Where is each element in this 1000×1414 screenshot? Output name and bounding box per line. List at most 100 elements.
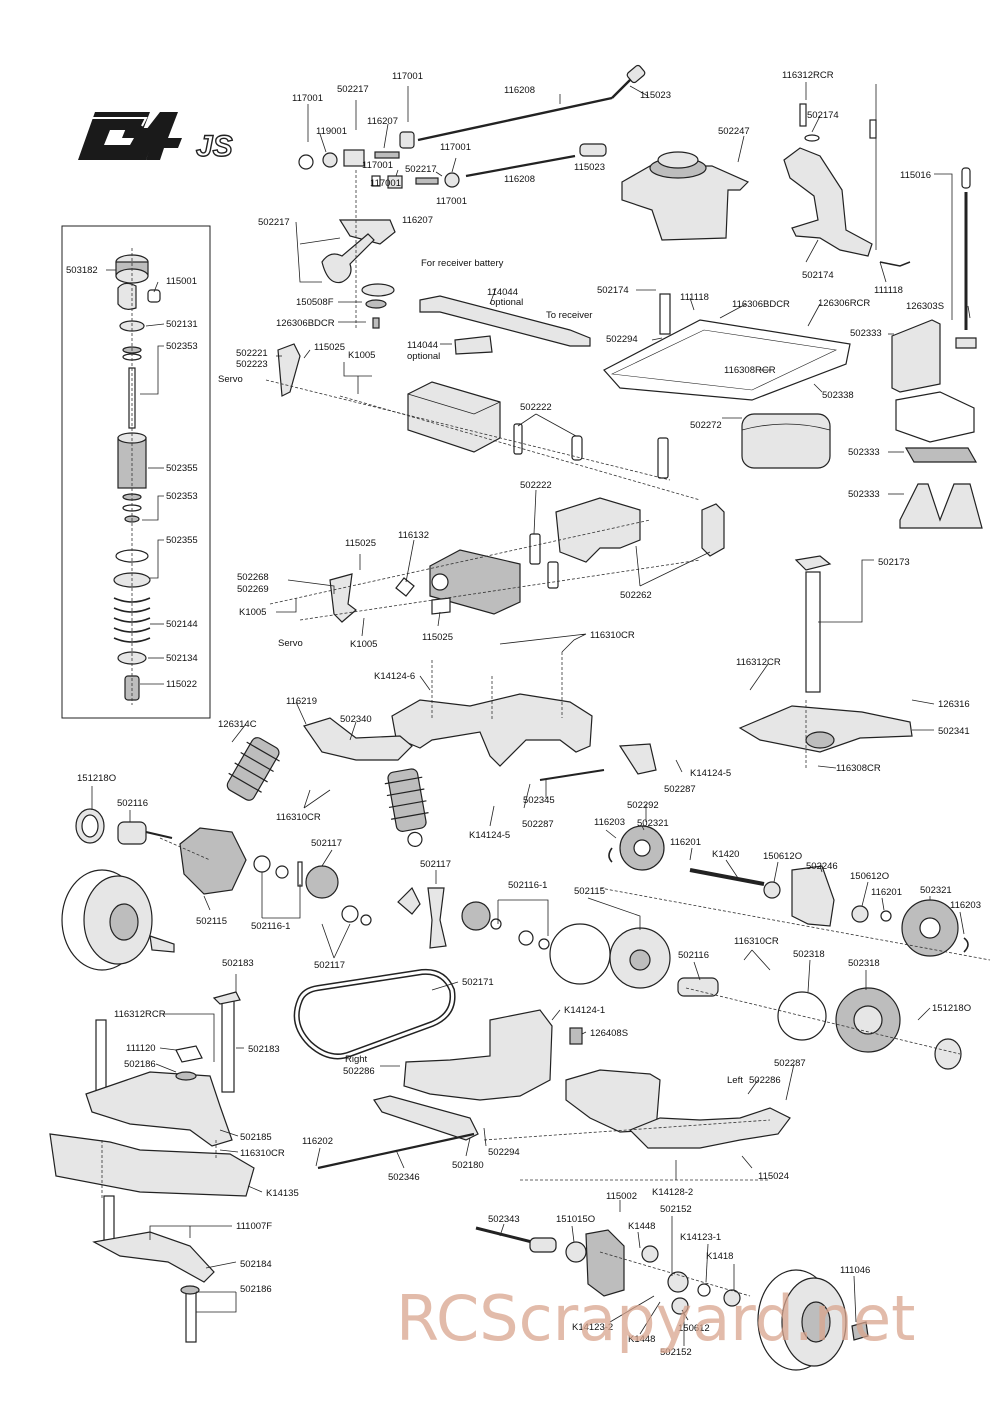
part-label: 502115 xyxy=(574,886,605,897)
diff-case xyxy=(549,923,962,1070)
part-label: 502117 xyxy=(420,859,451,870)
throttle-linkage-parts xyxy=(298,64,646,329)
part-label: 126314C xyxy=(218,719,257,730)
part-label: 502223 xyxy=(236,359,268,370)
part-label: 116310CR xyxy=(276,812,321,823)
part-label: 502355 xyxy=(166,463,198,474)
part-label: 502287 xyxy=(664,784,696,795)
part-label: 503182 xyxy=(66,265,98,276)
part-label: 502116-1 xyxy=(508,880,547,891)
part-label: 115025 xyxy=(314,342,345,353)
part-label: 502333 xyxy=(848,489,880,500)
part-label: 115023 xyxy=(640,90,671,101)
note-servo-a: Servo xyxy=(218,374,243,385)
part-label: 502343 xyxy=(488,1214,520,1225)
part-label: K14123-1 xyxy=(680,1232,721,1243)
part-label: 502246 xyxy=(806,861,838,872)
part-label: 116207 xyxy=(367,116,398,127)
part-label: 502338 xyxy=(822,390,854,401)
part-label: K1448 xyxy=(628,1334,655,1345)
front-suspension xyxy=(226,717,657,847)
part-label: 502269 xyxy=(237,584,269,595)
part-label: 115022 xyxy=(166,679,197,690)
antenna-pipe xyxy=(955,167,977,349)
rear-bulkheads xyxy=(403,1009,661,1133)
part-label: 502186 xyxy=(240,1284,272,1295)
part-label: 502321 xyxy=(920,885,952,896)
part-label: 111046 xyxy=(840,1265,870,1276)
part-label: 502262 xyxy=(620,590,652,601)
part-label: 502287 xyxy=(774,1058,806,1069)
note-optional-a: optional xyxy=(490,297,523,308)
part-label: 502333 xyxy=(848,447,880,458)
part-label: 126306BDCR xyxy=(276,318,335,329)
part-label: K14123-2 xyxy=(572,1322,613,1333)
part-label: 502294 xyxy=(488,1147,520,1158)
part-label: 116310CR xyxy=(240,1148,285,1159)
part-label: 117001 xyxy=(370,178,401,189)
part-label: 116310CR xyxy=(734,936,779,947)
part-label: 111118 xyxy=(874,285,903,296)
part-label: 502222 xyxy=(520,402,552,413)
diagram-notes: For receiver battery To receiver optiona… xyxy=(218,258,743,1086)
alignment-lines xyxy=(101,170,991,1297)
part-label: 116312CR xyxy=(736,657,781,668)
part-label: 502134 xyxy=(166,653,198,664)
part-label: 117001 xyxy=(436,196,467,207)
part-label: 502353 xyxy=(166,341,198,352)
part-label: 502294 xyxy=(606,334,638,345)
part-label: 126316 xyxy=(938,699,970,710)
part-label: 502152 xyxy=(660,1204,692,1215)
part-label: 502272 xyxy=(690,420,722,431)
part-label: 115016 xyxy=(900,170,931,181)
part-label: 502117 xyxy=(314,960,345,971)
part-label: 111118 xyxy=(680,292,709,303)
part-label: 502185 xyxy=(240,1132,272,1143)
part-label: 502355 xyxy=(166,535,198,546)
drive-belt xyxy=(293,968,456,1060)
part-label: 502116 xyxy=(678,950,709,961)
part-label: K14124-6 xyxy=(374,671,415,682)
part-label: 502217 xyxy=(337,84,369,95)
part-label: K1418 xyxy=(706,1251,733,1262)
rear-right-wheel xyxy=(757,1269,869,1371)
part-label: 502341 xyxy=(938,726,970,737)
rear-body-mount xyxy=(783,103,911,267)
note-for-receiver-battery: For receiver battery xyxy=(421,258,504,269)
part-label: 115025 xyxy=(345,538,376,549)
part-label: 116219 xyxy=(286,696,317,707)
part-label: K1448 xyxy=(628,1221,655,1232)
part-label: 502247 xyxy=(718,126,750,137)
part-label: 502180 xyxy=(452,1160,484,1171)
radio-tray-strap xyxy=(419,295,591,355)
logo-letters: JS xyxy=(196,130,233,163)
lower-bumper-mount xyxy=(92,1195,215,1343)
part-label: 116201 xyxy=(871,887,902,898)
part-label: 151218O xyxy=(932,1003,971,1014)
part-label: 116203 xyxy=(950,900,981,911)
part-label: 502144 xyxy=(166,619,198,630)
part-label: 502318 xyxy=(793,949,825,960)
note-to-receiver: To receiver xyxy=(546,310,592,321)
part-label: 116201 xyxy=(670,837,701,848)
part-label: 119001 xyxy=(316,126,347,137)
pulley-parts xyxy=(608,825,969,957)
rear-arms xyxy=(317,1095,791,1170)
shock-exploded-parts xyxy=(113,248,161,705)
part-label: 150612O xyxy=(763,851,802,862)
part-label: 502217 xyxy=(405,164,437,175)
part-label: K14135 xyxy=(266,1188,299,1199)
leader-lines xyxy=(91,82,971,1346)
note-servo-b: Servo xyxy=(278,638,303,649)
part-label: 502222 xyxy=(520,480,552,491)
front-left-wheel xyxy=(61,869,175,971)
part-label: K14124-5 xyxy=(690,768,731,779)
part-label: 126408S xyxy=(590,1028,628,1039)
front-body-post xyxy=(85,991,241,1147)
part-label: 116207 xyxy=(402,215,433,226)
part-label: K1005 xyxy=(350,639,377,650)
receiver-box xyxy=(891,319,983,529)
part-label: 116208 xyxy=(504,85,535,96)
part-label: 115023 xyxy=(574,162,605,173)
